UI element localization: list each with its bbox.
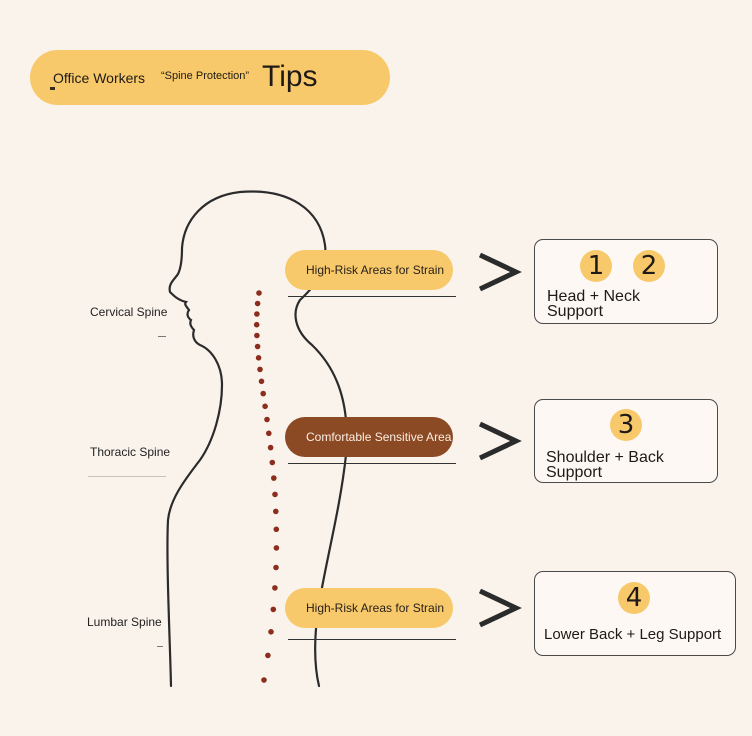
spine-dot: [254, 311, 260, 317]
spine-dot: [255, 355, 262, 361]
title-part-spine-protection: “Spine Protection”: [161, 70, 250, 82]
spine-dot: [256, 290, 262, 296]
zone-underline-middle: [288, 463, 456, 464]
spine-dot: [273, 564, 279, 571]
spine-dot: [267, 444, 274, 451]
spine-dots: [253, 290, 280, 683]
number-badge-1: 1: [580, 250, 612, 282]
spine-dot: [253, 321, 260, 328]
support-text-line1: Lower Back + Leg Support: [544, 626, 722, 643]
title-part-tips: Tips: [262, 60, 318, 93]
zone-underline-lower: [288, 639, 456, 640]
spine-dot: [268, 629, 274, 635]
number-badge-4: 4: [618, 582, 650, 614]
support-text-line1: Head + Neck: [547, 288, 640, 305]
spine-dot: [257, 366, 263, 373]
zone-underline-upper: [288, 296, 456, 297]
support-text-line2: Support: [547, 303, 604, 320]
label-cervical-spine: Cervical Spine: [90, 305, 168, 319]
zone-pill-comfortable: Comfortable Sensitive Area: [285, 417, 453, 457]
spine-dot: [266, 430, 272, 437]
spine-dot: [272, 585, 278, 591]
number-badge-2: 2: [633, 250, 665, 282]
chevron-right-icon: [478, 588, 522, 628]
title-bullet-mark: [50, 87, 55, 90]
spine-dot: [260, 390, 267, 397]
spine-dot: [261, 677, 267, 683]
spine-dot: [262, 403, 268, 410]
title-part-office-workers: Office Workers: [53, 70, 146, 86]
spine-dot: [272, 491, 278, 498]
spine-dot: [270, 606, 277, 613]
chevron-right-icon: [478, 421, 522, 461]
spine-dot: [254, 332, 260, 339]
tick-thoracic: [88, 476, 166, 477]
spine-dot: [271, 475, 277, 481]
tick-lumbar: [157, 646, 163, 647]
support-text-line1: Shoulder + Back: [546, 449, 664, 466]
number-badge-3: 3: [610, 409, 642, 441]
spine-dot: [265, 652, 271, 659]
support-text-line2: Support: [546, 464, 603, 481]
spine-dot: [269, 459, 276, 466]
spine-dot: [273, 508, 279, 515]
spine-dot: [254, 300, 261, 307]
spine-dot: [258, 378, 265, 385]
body-outline-front: [166, 190, 348, 688]
chevron-right-icon: [478, 252, 522, 292]
zone-pill-lower-high-risk: High-Risk Areas for Strain: [285, 588, 453, 628]
label-lumbar-spine: Lumbar Spine: [87, 615, 162, 629]
spine-dot: [273, 526, 280, 533]
spine-dot: [273, 545, 280, 551]
label-thoracic-spine: Thoracic Spine: [90, 445, 171, 459]
zone-pill-upper-high-risk: High-Risk Areas for Strain: [285, 250, 453, 290]
support-box-head-neck: [534, 239, 718, 324]
tick-cervical: [158, 336, 166, 337]
title-banner: [30, 50, 390, 105]
spine-dot: [254, 343, 261, 350]
spine-dot: [264, 416, 270, 423]
